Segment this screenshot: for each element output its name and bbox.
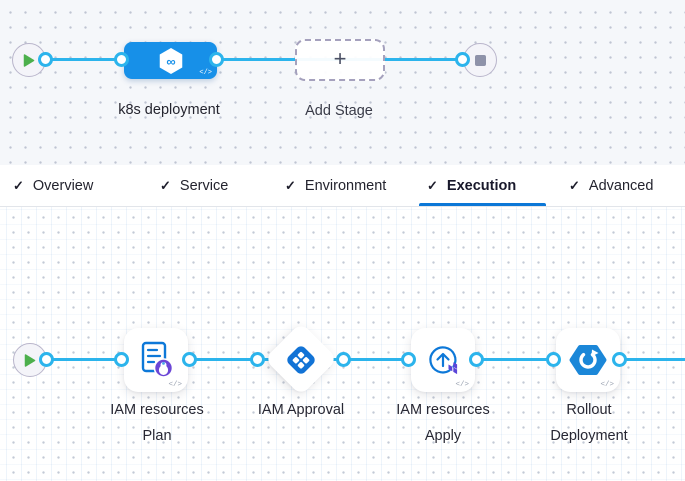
tab-execution[interactable]: ✓ Execution — [427, 165, 516, 206]
step-label-iam-resources-apply: IAM resources Apply — [373, 397, 513, 449]
link-port — [114, 352, 129, 367]
play-icon — [24, 353, 36, 367]
yaml-code-icon: </> — [168, 381, 182, 389]
check-icon: ✓ — [285, 177, 296, 193]
stage-node-k8s-deployment[interactable]: ∞ </> — [124, 42, 217, 79]
check-icon: ✓ — [160, 177, 171, 193]
link-port — [38, 52, 53, 67]
link-port — [182, 352, 197, 367]
tab-label: Environment — [304, 177, 387, 194]
stage-link-line — [46, 58, 463, 61]
link-port — [469, 352, 484, 367]
link-port — [612, 352, 627, 367]
step-label-line: IAM resources — [396, 402, 490, 418]
step-label-iam-approval: IAM Approval — [231, 397, 371, 423]
step-label-rollout-deployment: Rollout Deployment — [519, 397, 659, 449]
step-label-line: Deployment — [550, 428, 628, 444]
stage-canvas[interactable] — [0, 0, 685, 165]
rollout-deployment-icon — [569, 345, 607, 375]
check-icon: ✓ — [13, 177, 24, 193]
tab-label: Overview — [32, 177, 94, 194]
link-port — [114, 52, 129, 67]
step-link-line — [47, 358, 685, 361]
step-label-line: IAM Approval — [257, 402, 345, 418]
check-icon: ✓ — [569, 177, 580, 193]
tab-label: Service — [179, 177, 229, 194]
step-label-line: Rollout — [566, 402, 612, 418]
step-node-rollout-deployment[interactable]: </> — [556, 328, 620, 392]
tab-environment[interactable]: ✓ Environment — [285, 165, 386, 206]
stage-label: k8s deployment — [118, 102, 220, 118]
svg-text:∞: ∞ — [166, 53, 175, 68]
plus-icon: + — [333, 46, 347, 71]
link-port — [39, 352, 54, 367]
step-label-iam-resources-plan: IAM resources Plan — [87, 397, 227, 449]
add-stage-label: Add Stage — [305, 103, 373, 119]
step-label-line: IAM resources — [110, 402, 204, 418]
step-node-iam-resources-plan[interactable]: </> — [124, 328, 188, 392]
tab-advanced[interactable]: ✓ Advanced — [569, 165, 653, 206]
link-port — [546, 352, 561, 367]
link-port — [401, 352, 416, 367]
active-tab-underline — [419, 203, 546, 206]
stage-tab-bar: ✓ Overview ✓ Service ✓ Environment ✓ Exe… — [0, 165, 685, 207]
step-label-line: Plan — [142, 428, 172, 444]
harness-cd-stage-icon: ∞ — [159, 47, 182, 74]
terraform-apply-icon — [429, 346, 458, 375]
play-icon — [23, 53, 35, 67]
add-stage-button[interactable]: + — [295, 39, 385, 81]
link-port — [336, 352, 351, 367]
tab-service[interactable]: ✓ Service — [160, 165, 228, 206]
check-icon: ✓ — [427, 177, 438, 193]
link-port — [250, 352, 265, 367]
tab-label: Advanced — [588, 177, 654, 194]
yaml-code-icon: </> — [455, 381, 469, 389]
terraform-plan-icon — [141, 341, 174, 378]
link-port — [209, 52, 224, 67]
step-node-iam-resources-apply[interactable]: </> — [411, 328, 475, 392]
step-label-line: Apply — [424, 428, 462, 444]
tab-overview[interactable]: ✓ Overview — [13, 165, 93, 206]
stop-icon — [474, 54, 486, 66]
link-port — [455, 52, 470, 67]
yaml-code-icon: </> — [199, 69, 212, 77]
yaml-code-icon: </> — [600, 381, 614, 389]
tab-label: Execution — [446, 177, 517, 194]
